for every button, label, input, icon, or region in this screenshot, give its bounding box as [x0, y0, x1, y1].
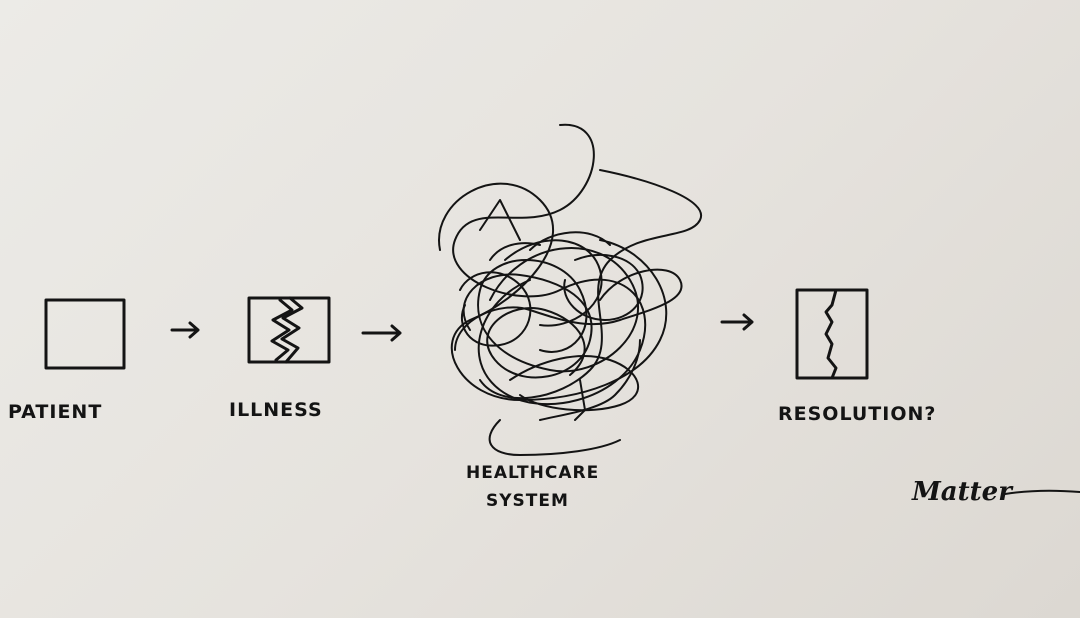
resolution-stage: RESOLUTION?	[778, 288, 936, 425]
healthcare-system-stage: HEALTHCARE SYSTEM	[438, 123, 703, 511]
illness-stage: ILLNESS	[229, 296, 331, 421]
resolution-crack	[824, 288, 838, 380]
tangled-scribble	[438, 123, 703, 456]
arrow-illness-to-system	[361, 324, 402, 342]
resolution-label: RESOLUTION?	[778, 403, 936, 425]
arrow-patient-to-illness	[170, 321, 200, 339]
illness-crack-left	[270, 298, 294, 362]
patient-box	[44, 298, 126, 370]
patient-label: PATIENT	[8, 401, 102, 423]
arrow-right-icon	[361, 324, 402, 342]
signature-text: Matter	[911, 477, 1014, 507]
illness-crack-right	[280, 296, 304, 364]
healthcare-label-line2: SYSTEM	[486, 491, 569, 511]
illness-label: ILLNESS	[229, 399, 323, 421]
healthcare-label-line1: HEALTHCARE	[466, 463, 599, 483]
arrow-system-to-resolution	[720, 313, 754, 331]
signature: Matter	[911, 477, 1080, 507]
arrow-right-icon	[720, 313, 754, 331]
signature-underline	[1004, 489, 1080, 495]
patient-stage: PATIENT	[8, 298, 126, 423]
arrow-right-icon	[170, 321, 200, 339]
